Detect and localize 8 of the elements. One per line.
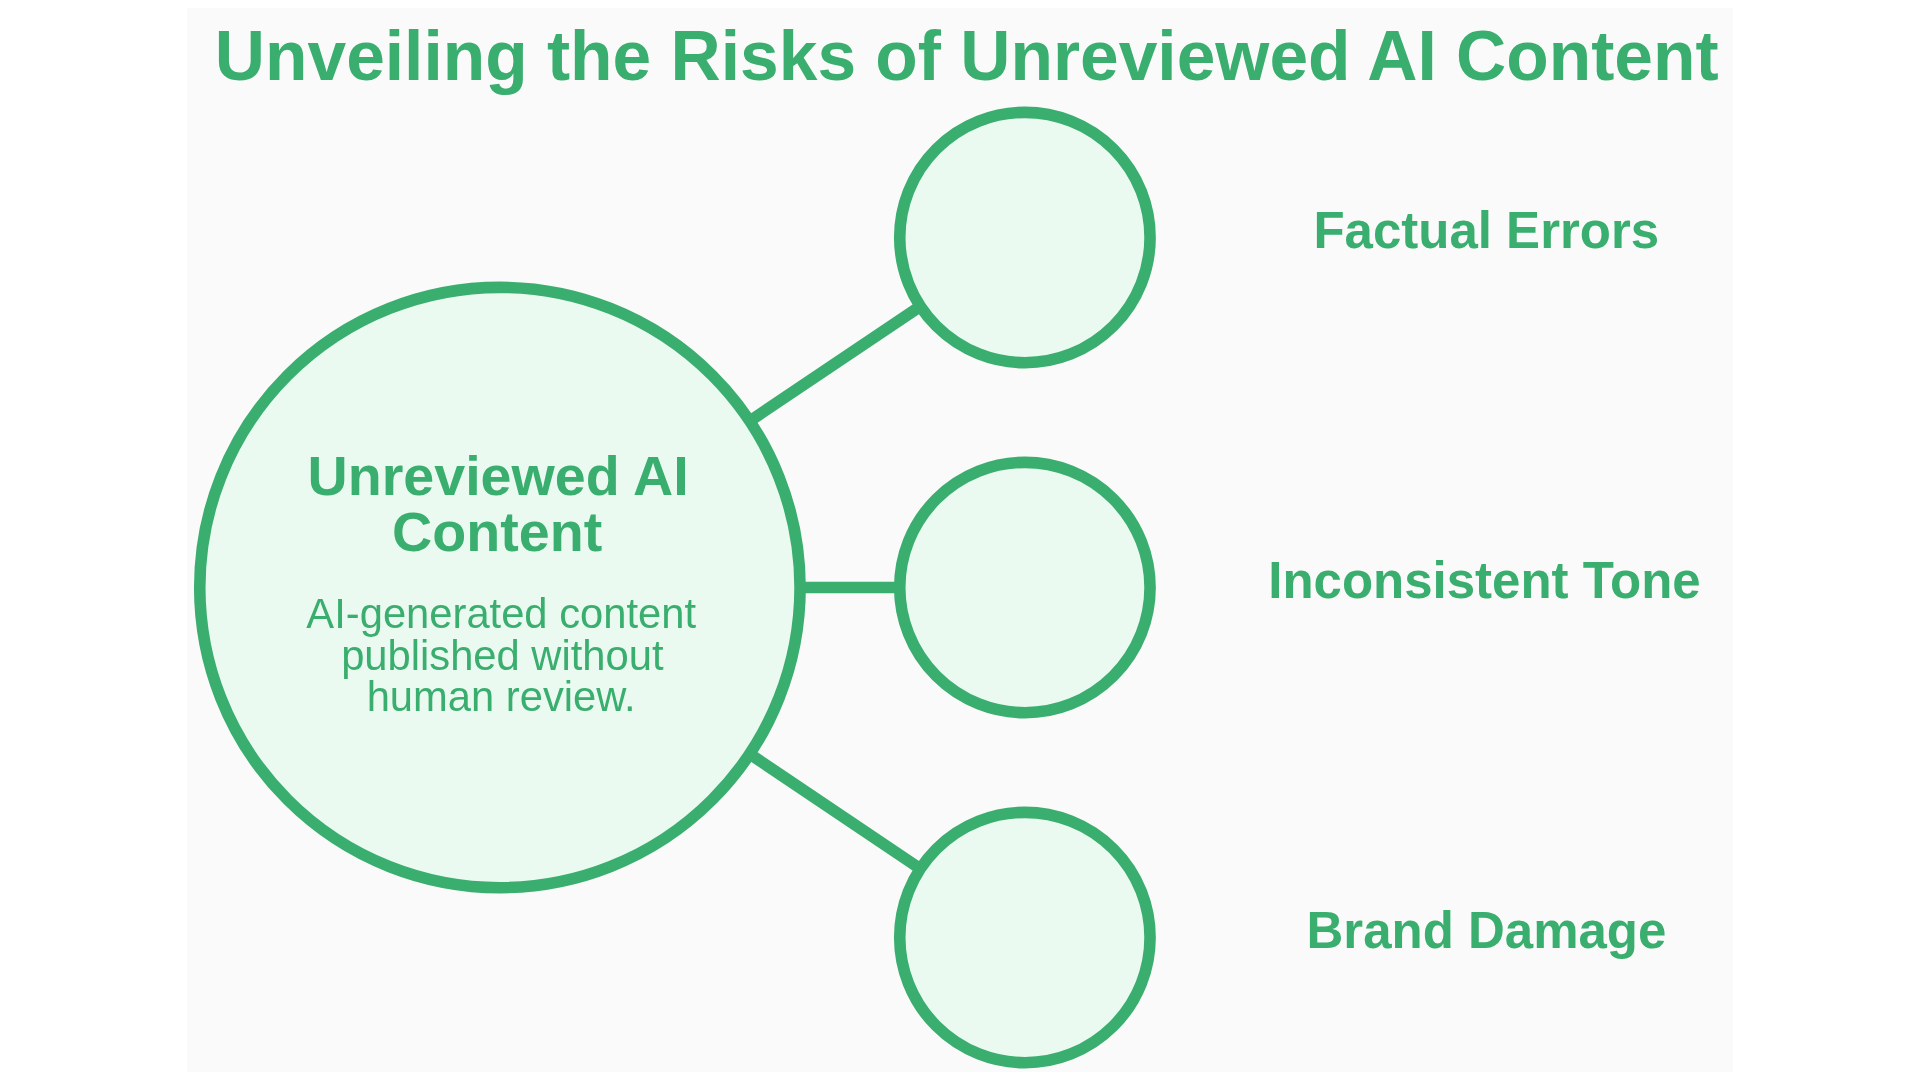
node-label: Inconsistent Tone	[1268, 552, 1701, 610]
node-label: Brand Damage	[1306, 902, 1667, 960]
node-circle	[893, 106, 1156, 369]
node-circle: Unreviewed AI Content AI-generated content published without human review.	[193, 281, 806, 894]
node-circle	[893, 806, 1156, 1069]
diagram-title: Unveiling the Risks of Unreviewed AI Content	[214, 16, 1719, 95]
node-circle	[893, 456, 1156, 719]
node-label: Factual Errors	[1313, 202, 1660, 260]
